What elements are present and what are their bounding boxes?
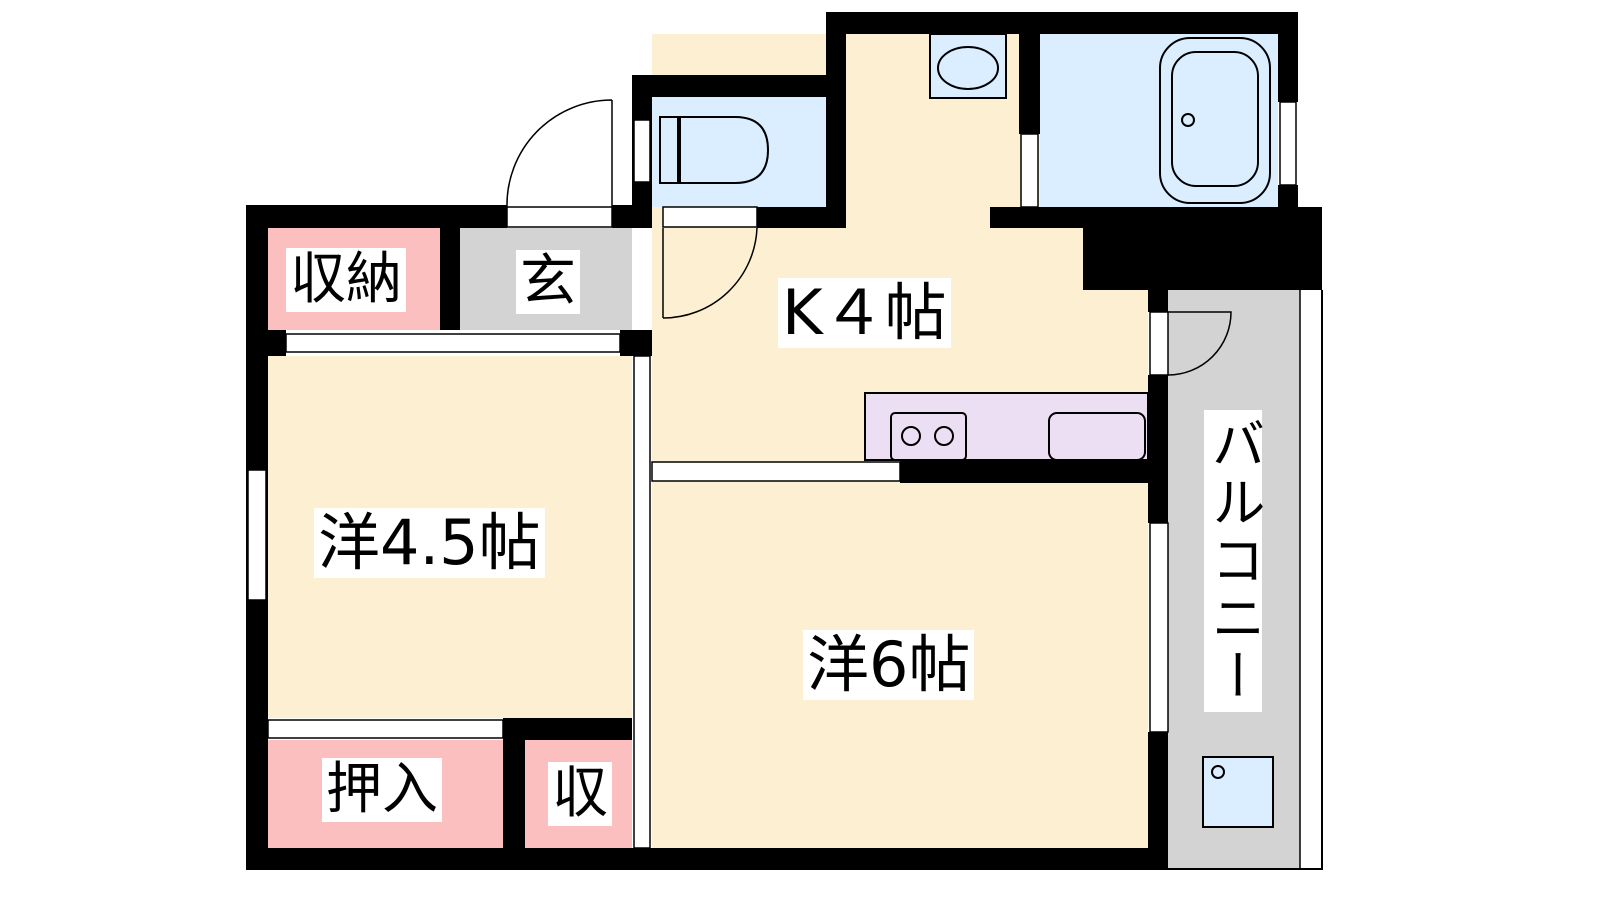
kitchen-counter xyxy=(864,392,1149,461)
kitchen-door-swing xyxy=(662,227,758,319)
balcony-door-frame xyxy=(1149,311,1169,376)
drain-icon xyxy=(1181,113,1195,127)
bathtub-icon xyxy=(1159,37,1271,204)
kitchen-sliding-door xyxy=(651,461,901,482)
left-window xyxy=(247,469,267,601)
openings xyxy=(247,99,1297,849)
room-label-balcony: バルコニー xyxy=(1202,410,1265,712)
toilet-window xyxy=(633,119,651,183)
room-label-western-small: 洋4.5帖 xyxy=(314,508,545,578)
storage-sliding-door xyxy=(285,333,621,353)
burner-icon xyxy=(934,426,954,446)
closet-sliding-door xyxy=(267,719,504,739)
toilet-tank-icon xyxy=(659,116,679,184)
entrance-door-frame xyxy=(506,206,613,228)
room-label-storage: 収納 xyxy=(286,248,406,312)
partition-sliding-door xyxy=(633,355,651,849)
bathtub-inner xyxy=(1171,51,1259,187)
bath-door-frame xyxy=(1020,133,1039,208)
room-label-small-storage: 収 xyxy=(548,762,612,826)
room-label-western-large: 洋6帖 xyxy=(803,630,975,700)
toilet-door-frame xyxy=(662,206,758,228)
walls xyxy=(246,12,1322,870)
room-label-entrance: 玄 xyxy=(516,250,580,314)
bath-window xyxy=(1279,101,1297,186)
washbasin xyxy=(929,33,1007,99)
toilet-icon xyxy=(679,116,770,184)
room-label-closet: 押入 xyxy=(322,758,442,822)
balcony-unit-icon xyxy=(1202,756,1274,828)
entrance-door-swing xyxy=(506,99,613,208)
balcony-window xyxy=(1149,522,1169,733)
room-label-kitchen: K４帖 xyxy=(778,278,951,348)
balcony-door-swing xyxy=(1167,311,1232,376)
burner-icon xyxy=(901,426,921,446)
balcony-unit-drain-icon xyxy=(1211,765,1225,779)
fixtures xyxy=(659,33,1274,828)
washbasin-bowl-icon xyxy=(937,46,999,90)
